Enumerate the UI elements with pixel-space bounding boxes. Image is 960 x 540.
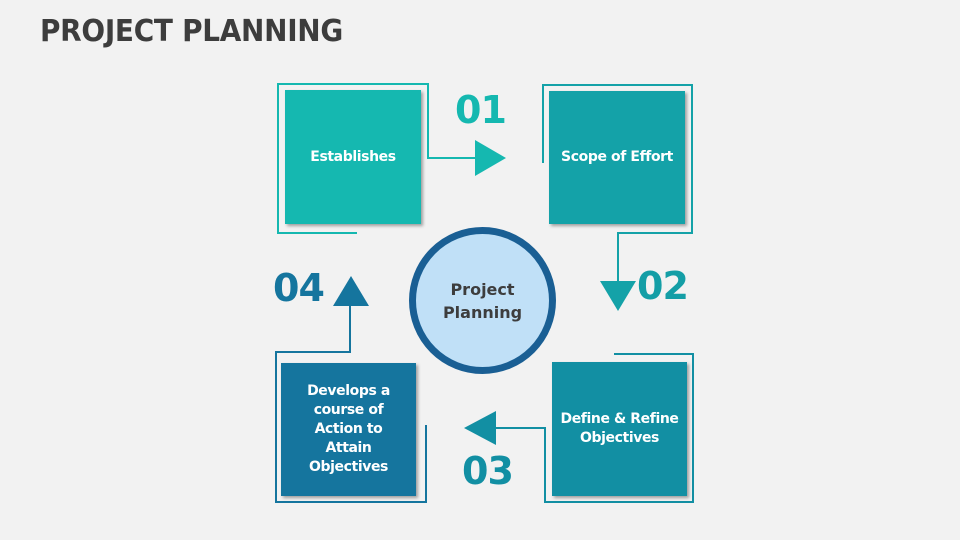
- center-label-line1: Project: [450, 279, 515, 299]
- center-label-line2: Planning: [442, 302, 523, 322]
- step-4-box: Develops a course of Action to Attain Ob…: [281, 363, 416, 496]
- step-4-frame: [275, 302, 427, 503]
- step-2-number: 02: [637, 264, 689, 308]
- page-title: PROJECT PLANNING: [40, 14, 344, 49]
- step-1-frame: [277, 83, 478, 234]
- step-2-label: Scope of Effort: [561, 149, 673, 165]
- arrow-down-icon: [600, 281, 636, 311]
- step-2-frame: [542, 84, 693, 284]
- step-4-label: Develops a course of Action to Attain Ob…: [307, 383, 390, 475]
- step-3-label: Define & Refine Objectives: [560, 411, 679, 446]
- arrow-left-icon: [464, 411, 496, 445]
- step-1-label: Establishes: [310, 148, 396, 165]
- step-4-number: 04: [273, 266, 325, 310]
- step-3-frame: [492, 353, 694, 503]
- step-3-box: Define & Refine Objectives: [552, 362, 687, 496]
- arrow-up-icon: [333, 276, 369, 306]
- step-1-box: Establishes: [285, 90, 421, 224]
- step-2-box: Scope of Effort: [549, 91, 685, 224]
- arrow-right-icon: [475, 140, 506, 176]
- step-1-number: 01: [455, 88, 507, 132]
- center-circle: Project Planning: [409, 227, 556, 374]
- step-3-number: 03: [462, 449, 514, 493]
